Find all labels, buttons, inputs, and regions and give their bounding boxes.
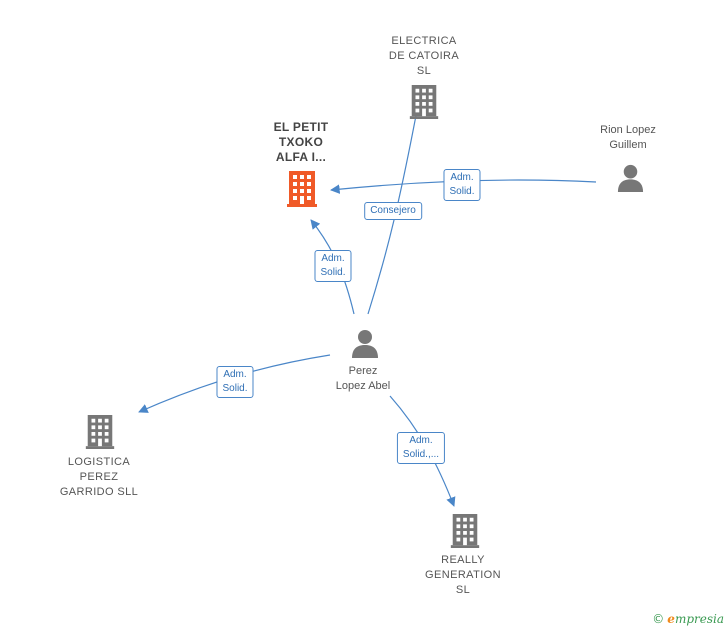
- rion-person-icon[interactable]: [617, 164, 644, 192]
- node-label-really[interactable]: REALLY GENERATION SL: [425, 554, 501, 596]
- edge-label-rion-petit[interactable]: Adm. Solid.: [443, 169, 481, 201]
- edge-perez-electrica: [367, 104, 422, 315]
- brand-name: mpresia: [674, 612, 724, 626]
- node-label-electrica[interactable]: ELECTRICA DE CATOIRA SL: [388, 35, 460, 77]
- logistica-building-icon[interactable]: [85, 415, 115, 449]
- electrica-building-icon[interactable]: [409, 85, 439, 119]
- edge-label-perez-electrica[interactable]: Consejero: [364, 202, 422, 220]
- node-label-petit[interactable]: EL PETIT TXOKO ALFA I...: [273, 120, 329, 164]
- copyright-symbol: ©: [652, 612, 665, 626]
- really-building-icon[interactable]: [450, 514, 480, 548]
- empresia-logo: ©empresia: [652, 612, 724, 626]
- perez-person-icon[interactable]: [352, 330, 378, 358]
- edge-label-perez-logistica[interactable]: Adm. Solid.: [216, 366, 254, 398]
- node-label-logistica[interactable]: LOGISTICA PEREZ GARRIDO SLL: [59, 456, 139, 498]
- edge-label-perez-petit[interactable]: Adm. Solid.: [314, 250, 352, 282]
- node-label-rion[interactable]: Rion Lopez Guillem: [600, 124, 656, 151]
- edge-label-perez-really[interactable]: Adm. Solid.,...: [396, 432, 446, 464]
- brand-initial: e: [667, 612, 675, 626]
- petit-building-icon[interactable]: [287, 171, 317, 207]
- node-label-perez[interactable]: Perez Lopez Abel: [335, 365, 391, 392]
